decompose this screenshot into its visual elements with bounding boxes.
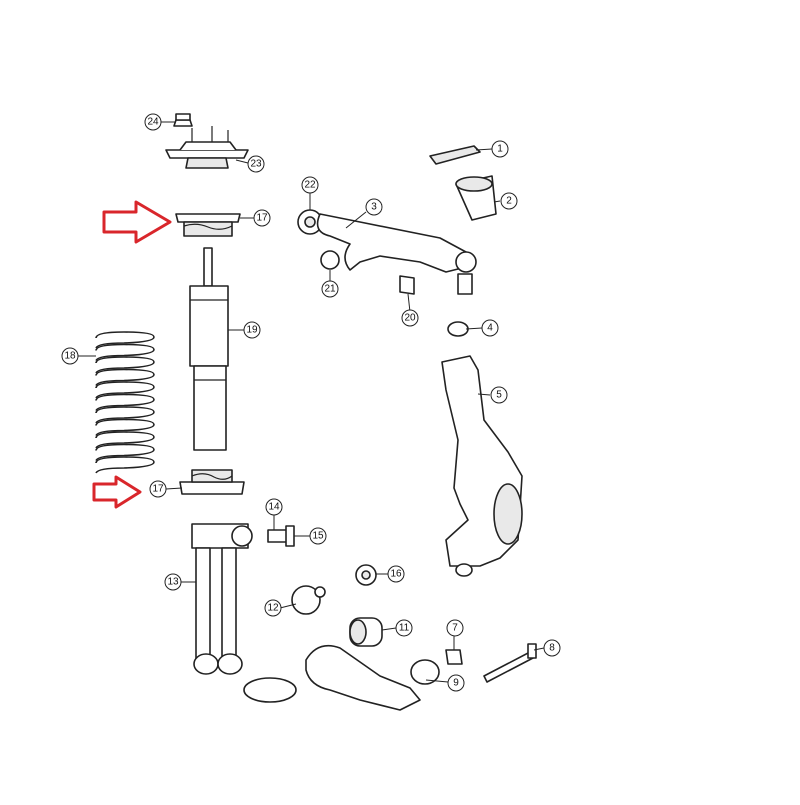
- part-5-steering-knuckle: [441, 355, 523, 577]
- spring-coil: [95, 406, 155, 424]
- highlight-arrow-lower: [92, 475, 142, 509]
- part-11-bushing: [349, 617, 383, 647]
- callout-21: 21: [321, 280, 339, 298]
- callout-22: 22: [301, 176, 319, 194]
- part-16-nut: [355, 564, 377, 586]
- svg-text:7: 7: [452, 623, 458, 634]
- part-23-upper-mount: [165, 126, 249, 169]
- part-18-coil-spring: [95, 331, 155, 474]
- svg-text:2: 2: [506, 196, 512, 207]
- svg-text:13: 13: [167, 577, 179, 588]
- part-17-spring-isolator-upper: [175, 213, 241, 237]
- svg-text:24: 24: [147, 117, 159, 128]
- spring-coil: [95, 381, 155, 399]
- part-13-clevis: [191, 523, 253, 675]
- svg-text:9: 9: [453, 678, 459, 689]
- svg-text:4: 4: [487, 323, 493, 334]
- callout-24: 24: [144, 113, 162, 131]
- part-12-bushing: [291, 585, 326, 615]
- callout-19: 19: [243, 321, 261, 339]
- callout-7: 7: [446, 619, 464, 637]
- callout-23: 23: [247, 155, 265, 173]
- callout-13: 13: [164, 573, 182, 591]
- svg-text:12: 12: [267, 603, 279, 614]
- callout-12: 12: [264, 599, 282, 617]
- svg-text:1: 1: [497, 144, 503, 155]
- callout-15: 15: [309, 527, 327, 545]
- svg-text:11: 11: [399, 623, 410, 634]
- svg-text:5: 5: [496, 390, 502, 401]
- svg-text:15: 15: [312, 531, 324, 542]
- part-21-nut: [320, 250, 340, 270]
- spring-coil: [95, 356, 155, 374]
- svg-text:14: 14: [268, 502, 280, 513]
- part-17-spring-isolator-lower: [179, 469, 245, 495]
- callout-17-upper: 17: [253, 209, 271, 227]
- svg-text:3: 3: [371, 202, 377, 213]
- part-20-bolt: [399, 275, 415, 295]
- callout-9: 9: [447, 674, 465, 692]
- spring-coil: [95, 393, 155, 411]
- part-7-sensor: [445, 649, 463, 665]
- highlight-arrow-upper: [102, 200, 172, 244]
- spring-coil: [95, 331, 155, 349]
- callout-4: 4: [481, 319, 499, 337]
- part-3-upper-control-arm: [316, 213, 477, 295]
- callout-11: 11: [395, 619, 413, 637]
- spring-coil: [95, 431, 155, 449]
- spring-coil: [95, 418, 155, 436]
- svg-text:20: 20: [404, 313, 416, 324]
- part-19-shock-absorber: [189, 247, 229, 451]
- svg-text:21: 21: [324, 284, 336, 295]
- svg-text:17: 17: [256, 213, 268, 224]
- part-8-bolt: [483, 643, 537, 683]
- callout-1: 1: [491, 140, 509, 158]
- svg-text:18: 18: [64, 351, 76, 362]
- callout-17-lower: 17: [149, 480, 167, 498]
- callout-5: 5: [490, 386, 508, 404]
- part-24-nut: [173, 113, 193, 127]
- svg-text:16: 16: [390, 569, 402, 580]
- part-14-bolt: [267, 525, 295, 547]
- part-4-nut: [447, 321, 469, 337]
- callout-20: 20: [401, 309, 419, 327]
- spring-coil: [95, 456, 155, 474]
- callout-18: 18: [61, 347, 79, 365]
- callout-3: 3: [365, 198, 383, 216]
- part-1-dust-cap: [429, 145, 481, 165]
- part-2-bumper: [455, 175, 497, 221]
- spring-coil: [95, 343, 155, 361]
- callout-2: 2: [500, 192, 518, 210]
- part-9-lower-control-arm: [243, 644, 440, 711]
- leader-lines: [78, 121, 545, 683]
- spring-coil: [95, 368, 155, 386]
- callout-14: 14: [265, 498, 283, 516]
- svg-text:8: 8: [549, 643, 555, 654]
- callout-8: 8: [543, 639, 561, 657]
- svg-text:23: 23: [250, 159, 262, 170]
- callouts: 1 2 3 4 5 7 8 9 11 12 13 14 15 16 17 17 …: [61, 113, 561, 692]
- spring-coil: [95, 443, 155, 461]
- svg-text:17: 17: [152, 484, 164, 495]
- svg-text:22: 22: [304, 180, 316, 191]
- callout-16: 16: [387, 565, 405, 583]
- svg-text:19: 19: [246, 325, 258, 336]
